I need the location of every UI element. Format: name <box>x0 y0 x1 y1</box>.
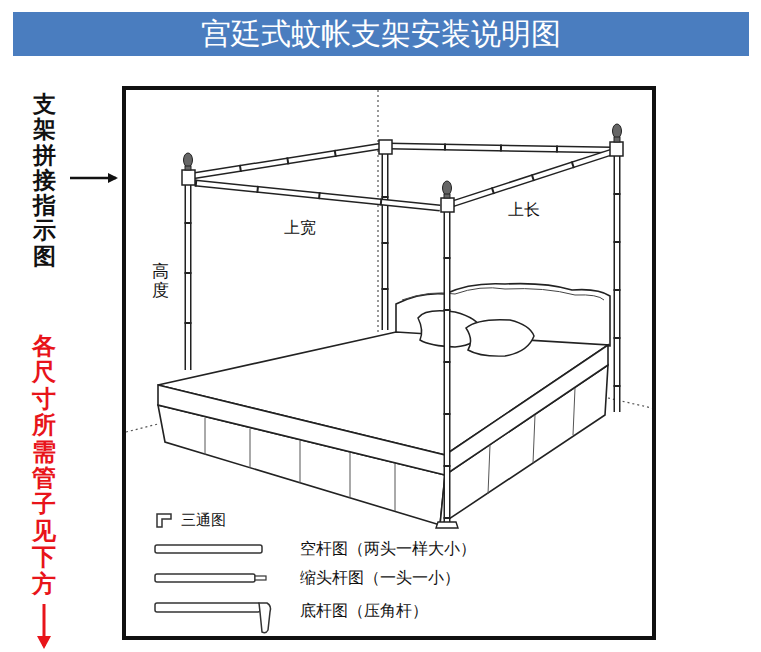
corner-tees <box>182 140 623 212</box>
bed-skirt-folds <box>205 388 575 511</box>
tee-symbol <box>157 514 171 527</box>
legend-text: 空杆图（两头一样大小） <box>300 539 476 560</box>
headboard-trim <box>402 288 604 300</box>
reduced-rod-tip <box>255 576 266 580</box>
legend-text: 底杆图（压角杆） <box>300 601 428 622</box>
legend-text: 三通图 <box>181 511 226 530</box>
frame-border <box>124 88 654 638</box>
finials <box>184 124 622 198</box>
side-note: 各尺寸所需管子见下方 <box>32 333 56 597</box>
reduced-rod-symbol <box>155 574 255 582</box>
base-rod-symbol <box>155 603 260 612</box>
dimension-label: 上宽 <box>284 218 316 239</box>
plain-rod-symbol <box>155 545 262 553</box>
dimension-label: 高度 <box>152 262 169 299</box>
front-posts <box>188 172 458 528</box>
dimension-label: 上长 <box>508 200 540 221</box>
legend-text: 缩头杆图（一头一小） <box>300 568 460 589</box>
side-heading: 支架拼接指示图 <box>33 92 56 269</box>
top-rails <box>192 146 612 208</box>
diagram-title: 宫廷式蚊帐支架安装说明图 <box>13 12 749 56</box>
down-arrowhead <box>37 636 51 649</box>
bed <box>158 332 608 525</box>
pillows <box>418 311 534 356</box>
base-rod-foot <box>259 603 271 633</box>
pointer-arrow <box>70 177 116 180</box>
